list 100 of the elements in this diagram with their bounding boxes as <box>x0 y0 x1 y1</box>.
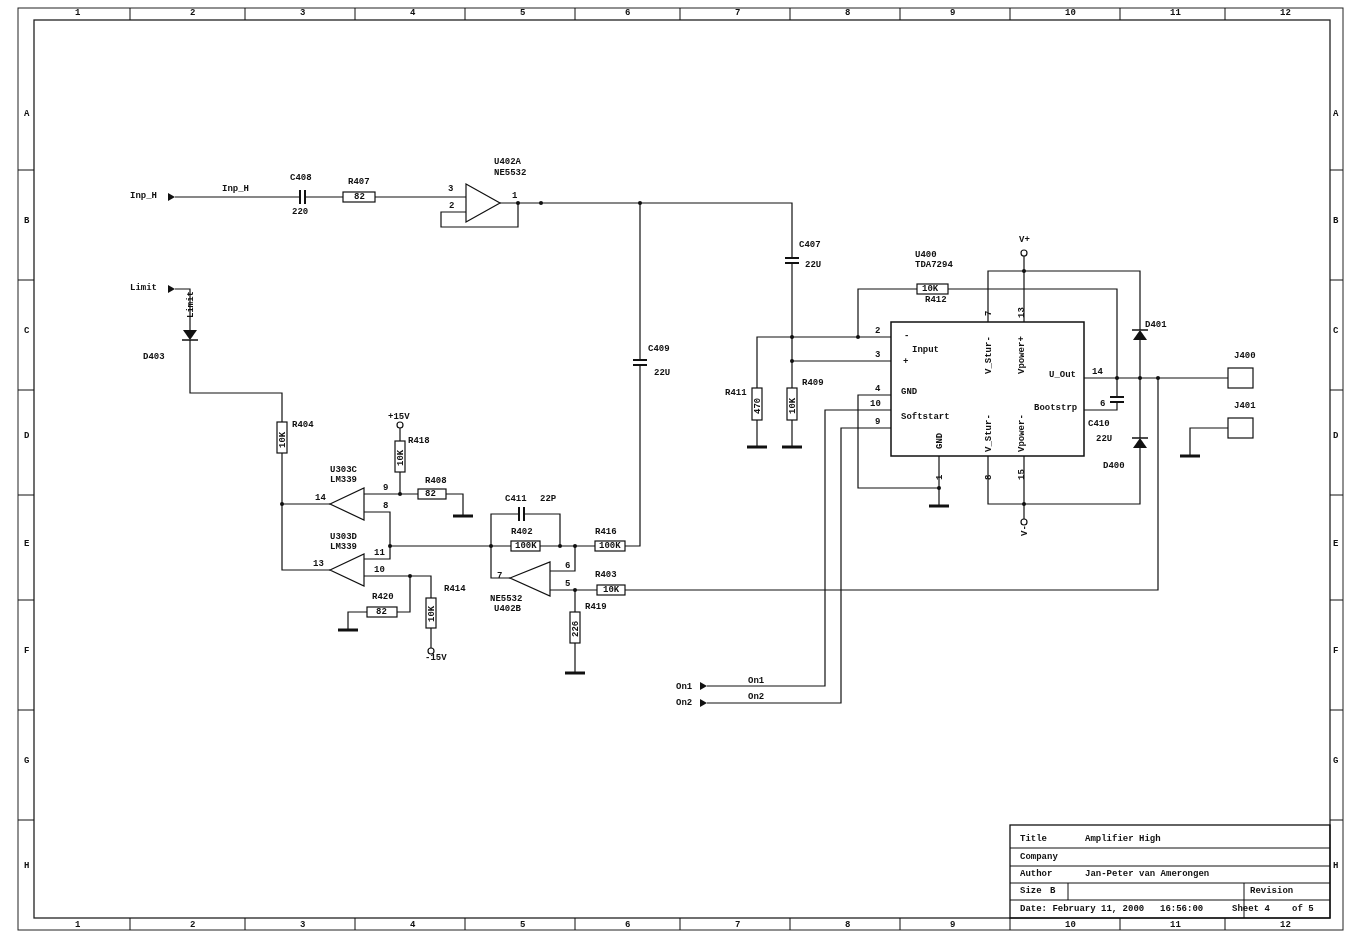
pin-number: 6 <box>1100 399 1106 409</box>
component-value: 22U <box>1096 434 1113 444</box>
reference-designator: J401 <box>1234 401 1256 411</box>
reference-designator: U402A <box>494 157 521 167</box>
net-label: On2 <box>748 692 765 702</box>
component-value: 10K <box>922 284 939 294</box>
grid-number: 5 <box>520 920 526 930</box>
grid-number: 2 <box>190 8 196 18</box>
reference-designator: C409 <box>648 344 670 354</box>
pin-number: 4 <box>875 384 881 394</box>
pin-number: 1 <box>512 191 518 201</box>
pin-name: Vpower- <box>1017 414 1027 452</box>
pin-number: 9 <box>383 483 389 493</box>
component-value: 82 <box>376 607 387 617</box>
reference-designator: U303D <box>330 532 357 542</box>
title-block-text: Company <box>1020 852 1058 862</box>
grid-number: 12 <box>1280 920 1291 930</box>
pin-name: + <box>903 357 909 367</box>
grid-number: 3 <box>300 920 306 930</box>
grid-number: 2 <box>190 920 196 930</box>
pin-name: GND <box>935 432 945 449</box>
reference-designator: C411 <box>505 494 527 504</box>
reference-designator: R403 <box>595 570 617 580</box>
grid-number: 1 <box>75 8 81 18</box>
grid-letter: G <box>24 756 30 766</box>
pin-number: 7 <box>497 571 503 581</box>
component-value: 10K <box>278 431 288 448</box>
part-number: LM339 <box>330 475 357 485</box>
grid-letter: D <box>1333 431 1339 441</box>
grid-number: 11 <box>1170 920 1181 930</box>
title-block-text: Date: February 11, 2000 <box>1020 904 1145 914</box>
pin-number: 8 <box>383 501 389 511</box>
reference-designator: R416 <box>595 527 617 537</box>
component-value: 82 <box>425 489 436 499</box>
supply-label: -15V <box>425 653 447 663</box>
grid-letter: C <box>24 326 30 336</box>
reference-designator: R402 <box>511 527 533 537</box>
grid-number: 9 <box>950 8 956 18</box>
title-block-text: Title <box>1020 834 1047 844</box>
component-value: 10K <box>788 397 798 414</box>
grid-number: 8 <box>845 920 851 930</box>
reference-designator: C408 <box>290 173 312 183</box>
pin-number: 14 <box>315 493 326 503</box>
grid-number: 5 <box>520 8 526 18</box>
grid-number: 8 <box>845 8 851 18</box>
net-label: Inp_H <box>222 184 249 194</box>
pin-number: 11 <box>374 548 385 558</box>
grid-number: 4 <box>410 920 416 930</box>
reference-designator: U303C <box>330 465 357 475</box>
component-value: 220 <box>292 207 309 217</box>
reference-designator: R414 <box>444 584 466 594</box>
pin-number: 9 <box>875 417 881 427</box>
port-label: Limit <box>130 283 157 293</box>
part-number: LM339 <box>330 542 357 552</box>
reference-designator: R409 <box>802 378 824 388</box>
reference-designator: D403 <box>143 352 165 362</box>
component-value: 10K <box>396 449 406 466</box>
component-value: 226 <box>571 620 581 637</box>
net-label: On1 <box>748 676 765 686</box>
pin-number: 14 <box>1092 367 1103 377</box>
pin-number: 2 <box>449 201 455 211</box>
reference-designator: D401 <box>1145 320 1167 330</box>
reference-designator: R408 <box>425 476 447 486</box>
pin-number: 3 <box>448 184 454 194</box>
pin-name: GND <box>901 387 918 397</box>
grid-number: 3 <box>300 8 306 18</box>
title-block-text: Revision <box>1250 886 1294 896</box>
component-value: 82 <box>354 192 365 202</box>
grid-number: 11 <box>1170 8 1181 18</box>
component-value: 22U <box>805 260 822 270</box>
reference-designator: C410 <box>1088 419 1110 429</box>
supply-label: V+ <box>1019 235 1030 245</box>
pin-number: 13 <box>1017 307 1027 318</box>
port-label: On2 <box>676 698 693 708</box>
title-block-text: of 5 <box>1292 904 1314 914</box>
pin-name: V_Stur- <box>984 414 994 452</box>
grid-number: 1 <box>75 920 81 930</box>
reference-designator: U402B <box>494 604 521 614</box>
grid-letter: D <box>24 431 30 441</box>
part-number: NE5532 <box>494 168 527 178</box>
title-block-text: Size <box>1020 886 1042 896</box>
pin-name: V_Stur- <box>984 336 994 374</box>
pin-number: 10 <box>870 399 881 409</box>
title-block-text: B <box>1050 886 1056 896</box>
port-label: On1 <box>676 682 693 692</box>
pin-number: 6 <box>565 561 571 571</box>
grid-number: 7 <box>735 8 741 18</box>
grid-letter: E <box>1333 539 1339 549</box>
pin-number: 3 <box>875 350 881 360</box>
part-number: TDA7294 <box>915 260 953 270</box>
grid-number: 9 <box>950 920 956 930</box>
reference-designator: R407 <box>348 177 370 187</box>
reference-designator: D400 <box>1103 461 1125 471</box>
pin-name: - <box>904 331 910 341</box>
reference-designator: J400 <box>1234 351 1256 361</box>
title-block-text: Sheet 4 <box>1232 904 1270 914</box>
port-label: Inp_H <box>130 191 157 201</box>
pin-number: 10 <box>374 565 385 575</box>
title-block-text: 16:56:00 <box>1160 904 1204 914</box>
supply-label: +15V <box>388 412 410 422</box>
